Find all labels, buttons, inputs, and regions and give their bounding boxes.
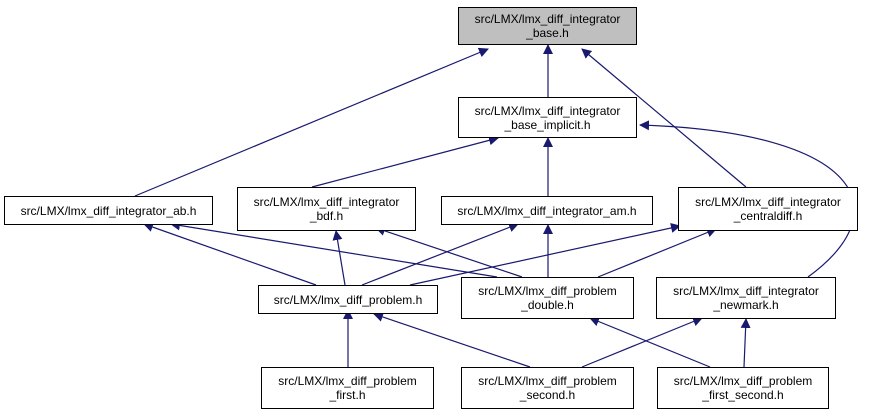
edge-problem-to-centraldiff bbox=[409, 223, 681, 286]
edge-problem-double-to-centraldiff bbox=[597, 227, 717, 278]
edge-problem-double-to-ab bbox=[170, 220, 498, 278]
node-label-line: src/LMX/lmx_diff_problem bbox=[478, 284, 617, 298]
edge-centraldiff-to-base bbox=[581, 48, 747, 188]
node-label-line: src/LMX/lmx_diff_integrator_ab.h bbox=[20, 203, 197, 218]
edge-problem-second-to-newmark bbox=[581, 316, 703, 368]
node-integrator-newmark[interactable]: src/LMX/lmx_diff_integrator _newmark.h bbox=[656, 277, 836, 319]
node-diff-problem[interactable]: src/LMX/lmx_diff_problem.h bbox=[258, 285, 438, 314]
node-label-line: src/LMX/lmx_diff_integrator bbox=[695, 195, 841, 209]
node-diff-problem-double[interactable]: src/LMX/lmx_diff_problem _double.h bbox=[461, 277, 634, 319]
node-label-line: src/LMX/lmx_diff_integrator bbox=[673, 284, 819, 298]
node-label-line: src/LMX/lmx_diff_integrator bbox=[253, 195, 400, 209]
edge-problem-double-to-bdf bbox=[375, 226, 523, 278]
node-integrator-am[interactable]: src/LMX/lmx_diff_integrator_am.h bbox=[441, 196, 653, 225]
node-integrator-ab[interactable]: src/LMX/lmx_diff_integrator_ab.h bbox=[4, 196, 213, 225]
edge-problem-to-am bbox=[361, 222, 519, 286]
node-label-line: src/LMX/lmx_diff_problem bbox=[478, 374, 617, 388]
node-diff-problem-second[interactable]: src/LMX/lmx_diff_problem _second.h bbox=[461, 367, 634, 409]
node-label-line: src/LMX/lmx_diff_problem bbox=[278, 374, 417, 388]
node-integrator-bdf[interactable]: src/LMX/lmx_diff_integrator _bdf.h bbox=[237, 187, 416, 231]
node-integrator-base-implicit[interactable]: src/LMX/lmx_diff_integrator _base_implic… bbox=[458, 97, 637, 138]
node-label-line: _base.h bbox=[526, 26, 569, 40]
node-label-line: src/LMX/lmx_diff_problem bbox=[673, 374, 813, 388]
node-diff-problem-first-second[interactable]: src/LMX/lmx_diff_problem _first_second.h bbox=[657, 367, 829, 409]
node-label-line: src/LMX/lmx_diff_integrator bbox=[474, 103, 621, 118]
node-diff-problem-first[interactable]: src/LMX/lmx_diff_problem _first.h bbox=[261, 367, 434, 409]
edge-newmark-to-base-implicit bbox=[639, 120, 855, 278]
node-label-line: _first.h bbox=[329, 388, 366, 402]
edge-problem-first-second-to-problem-double bbox=[589, 316, 711, 368]
node-label-line: _first_second.h bbox=[702, 388, 784, 402]
edge-problem-to-bdf bbox=[332, 230, 346, 286]
node-label-line: _base_implicit.h bbox=[504, 117, 591, 132]
edge-ab-to-base bbox=[134, 47, 489, 197]
edge-problem-second-to-problem bbox=[373, 312, 531, 368]
node-label-line: _double.h bbox=[521, 298, 574, 312]
node-label-line: _newmark.h bbox=[713, 298, 779, 312]
node-label-line: src/LMX/lmx_diff_problem.h bbox=[273, 292, 423, 307]
node-label-line: _centraldiff.h bbox=[733, 209, 803, 223]
edge-bdf-to-base-implicit bbox=[311, 135, 499, 188]
edge-problem-first-second-to-newmark bbox=[740, 318, 751, 368]
edge-problem-to-ab bbox=[143, 222, 317, 286]
node-label-line: _second.h bbox=[519, 388, 576, 402]
node-integrator-centraldiff[interactable]: src/LMX/lmx_diff_integrator _centraldiff… bbox=[678, 187, 858, 231]
node-label-line: _bdf.h bbox=[309, 209, 344, 223]
node-label-line: src/LMX/lmx_diff_integrator bbox=[474, 12, 621, 26]
node-label-line: src/LMX/lmx_diff_integrator_am.h bbox=[457, 203, 637, 218]
node-integrator-base: src/LMX/lmx_diff_integrator _base.h bbox=[458, 7, 637, 45]
